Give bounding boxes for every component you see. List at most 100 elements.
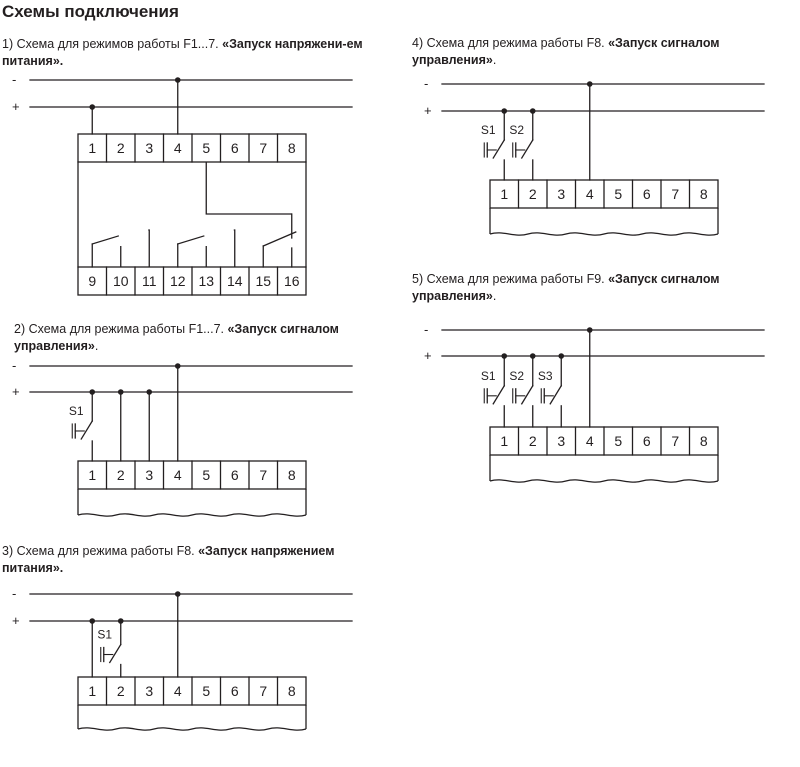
scheme-4-s1-label: S1	[481, 123, 496, 137]
scheme-3-s1-contact	[108, 643, 122, 664]
scheme-5-s1-contact	[492, 384, 506, 405]
scheme-2-terminal-6: 6	[231, 467, 239, 483]
caption-scheme-3-bold: «Запуск напряжением питания».	[2, 544, 335, 575]
minus-label: -	[424, 322, 428, 337]
scheme-5-s1-label: S1	[481, 369, 496, 383]
scheme-4-terminal-8: 8	[700, 186, 708, 202]
scheme-5-s3-label: S3	[538, 369, 553, 383]
scheme-5-body-cut	[489, 479, 719, 483]
scheme-1-top-terminal-4: 4	[174, 140, 182, 156]
scheme-1-top-terminal-8: 8	[288, 140, 296, 156]
scheme-4-body-cut	[489, 232, 719, 236]
caption-scheme-2-suffix: .	[94, 339, 99, 353]
scheme-1-top-terminal-2: 2	[117, 140, 125, 156]
scheme-1-node-plus	[89, 104, 96, 110]
caption-scheme-5-prefix: 5) Схема для режима работы F9.	[412, 272, 609, 286]
scheme-2-terminal-3: 3	[145, 467, 153, 483]
scheme-5-s3-contact	[549, 384, 563, 405]
page-title: Схемы подключения	[2, 2, 179, 21]
scheme-2-terminal-7: 7	[259, 467, 267, 483]
scheme-1-bottom-terminal-9: 9	[88, 273, 96, 289]
scheme-5-terminal-7: 7	[671, 433, 679, 449]
caption-scheme-2-bold: «Запуск сигналом управления»	[14, 322, 339, 353]
scheme-1-contact-3-blade	[262, 231, 297, 247]
scheme-5-terminal-6: 6	[643, 433, 651, 449]
scheme-1-contact-2-blade	[176, 235, 205, 245]
scheme-2-node-1	[89, 389, 96, 395]
scheme-5-terminal-4: 4	[586, 433, 594, 449]
scheme-4-terminal-4: 4	[586, 186, 594, 202]
scheme-3-terminal-6: 6	[231, 683, 239, 699]
scheme-1-node-minus	[174, 77, 181, 83]
scheme-4-s1-contact	[492, 139, 506, 159]
scheme-3-node-minus	[174, 591, 181, 597]
scheme-4-terminal-7: 7	[671, 186, 679, 202]
scheme-1-bottom-terminal-14: 14	[227, 273, 243, 289]
scheme-1-top-terminal-7: 7	[259, 140, 267, 156]
scheme-3-node-1	[89, 618, 96, 624]
scheme-4-node-2	[529, 108, 536, 114]
scheme-3-s1-label: S1	[97, 628, 112, 642]
scheme-5-s2-label: S2	[509, 369, 524, 383]
scheme-5-node-3	[558, 353, 565, 359]
scheme-4-node-1	[501, 108, 508, 114]
scheme-1-bottom-terminal-11: 11	[142, 273, 157, 289]
minus-label: -	[424, 76, 428, 91]
scheme-2-terminal-4: 4	[174, 467, 182, 483]
caption-scheme-4-bold: «Запуск сигналом управления»	[412, 36, 720, 67]
scheme-1-contact-2-nc	[233, 229, 236, 267]
scheme-2-body-cut	[77, 513, 307, 517]
plus-label: +	[12, 99, 20, 114]
scheme-1-top-terminal-3: 3	[145, 140, 153, 156]
scheme-1-contact-1-nc	[148, 229, 150, 267]
scheme-2-node-minus	[174, 363, 181, 369]
scheme-2-node-3	[146, 389, 153, 395]
scheme-5-node-2	[529, 353, 536, 359]
scheme-2-terminal-5: 5	[202, 467, 210, 483]
caption-scheme-5-suffix: .	[492, 289, 497, 303]
scheme-3-terminal-7: 7	[259, 683, 267, 699]
scheme-3-terminal-8: 8	[288, 683, 296, 699]
scheme-4-node-minus	[586, 81, 593, 87]
scheme-3-terminal-5: 5	[202, 683, 210, 699]
scheme-1-contact-1-blade	[91, 235, 120, 245]
caption-scheme-3: 3) Схема для режима работы F8. «Запуск н…	[2, 543, 392, 577]
scheme-1-bottom-terminal-10: 10	[113, 273, 129, 289]
scheme-3-terminal-2: 2	[117, 683, 125, 699]
plus-label: +	[424, 348, 432, 363]
plus-label: +	[12, 384, 20, 399]
scheme-4-terminal-6: 6	[643, 186, 651, 202]
plus-label: +	[424, 103, 432, 118]
scheme-5-node-1	[501, 353, 508, 359]
scheme-1-bottom-terminal-13: 13	[198, 273, 214, 289]
caption-scheme-4-prefix: 4) Схема для режима работы F8.	[412, 36, 609, 50]
scheme-2-terminal-2: 2	[117, 467, 125, 483]
scheme-5-terminal-1: 1	[500, 433, 508, 449]
caption-scheme-2-prefix: 2) Схема для режима работы F1...7.	[14, 322, 228, 336]
caption-scheme-1-prefix: 1) Схема для режимов работы F1...7.	[2, 37, 223, 51]
scheme-3-terminal-1: 1	[88, 683, 96, 699]
caption-scheme-3-prefix: 3) Схема для режима работы F8.	[2, 544, 199, 558]
scheme-1-bottom-terminal-15: 15	[255, 273, 271, 289]
scheme-1-bottom-terminal-12: 12	[170, 273, 186, 289]
scheme-5-terminal-8: 8	[700, 433, 708, 449]
scheme-3-terminal-3: 3	[145, 683, 153, 699]
caption-scheme-2: 2) Схема для режима работы F1...7. «Запу…	[14, 321, 394, 355]
scheme-4-s2-label: S2	[509, 123, 524, 137]
scheme-1-bottom-terminal-16: 16	[284, 273, 300, 289]
scheme-5-terminal-5: 5	[614, 433, 622, 449]
scheme-2-terminal-1: 1	[88, 467, 96, 483]
scheme-2-terminal-8: 8	[288, 467, 296, 483]
scheme-2-node-2	[117, 389, 124, 395]
minus-label: -	[12, 586, 16, 601]
scheme-5-node-minus	[586, 327, 593, 333]
scheme-5-terminal-3: 3	[557, 433, 565, 449]
scheme-5-s2-contact	[520, 384, 534, 405]
minus-label: -	[12, 358, 16, 373]
scheme-2-s1-contact	[80, 420, 94, 440]
scheme-4-terminal-3: 3	[557, 186, 565, 202]
caption-scheme-5: 5) Схема для режима работы F9. «Запуск с…	[412, 271, 800, 305]
